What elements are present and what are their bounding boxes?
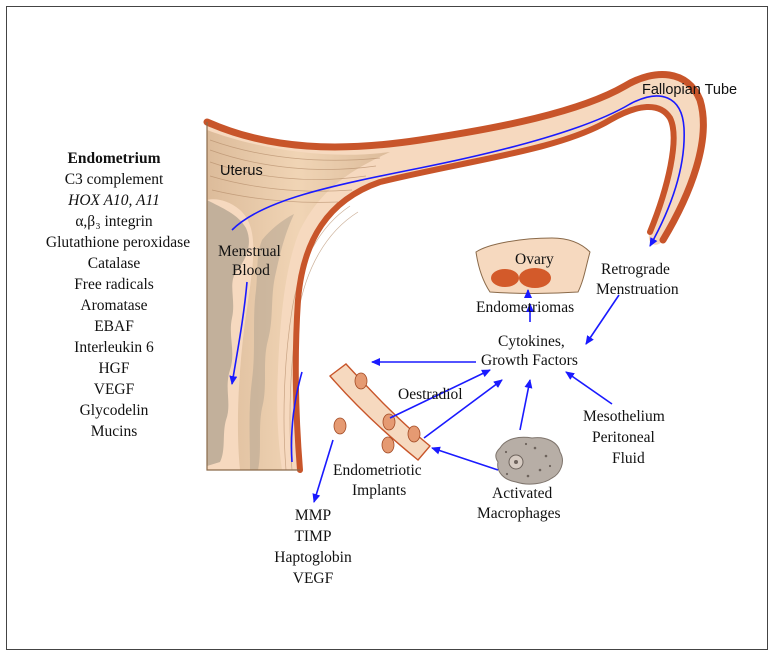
implant-product-item: MMP — [295, 507, 331, 524]
endometrium-list-item: VEGF — [94, 381, 135, 398]
fallopian-tube-label: Fallopian Tube — [642, 82, 737, 98]
macrophage-cell — [496, 437, 563, 484]
implant-nodule — [408, 426, 420, 442]
endometrium-list-item: Glycodelin — [80, 402, 149, 419]
implant-product-item: VEGF — [293, 570, 334, 587]
macrophages-label-line2: Macrophages — [477, 505, 561, 522]
implants-label-line1: Endometriotic — [333, 462, 422, 479]
endometrium-list-item: Interleukin 6 — [74, 339, 154, 356]
endometrioma-cyst-1 — [491, 269, 519, 287]
endometrium-list-item: Glutathione peroxidase — [46, 234, 190, 251]
arrow-mesothelium-to-cytokines — [566, 372, 612, 404]
endometrium-list-item: Free radicals — [74, 276, 154, 293]
endometriomas-label: Endometriomas — [476, 299, 574, 316]
arrow-retrograde-to-cytokines — [586, 295, 619, 344]
implant-nodule — [355, 373, 367, 389]
endometrium-list-item: Catalase — [88, 255, 141, 272]
implant-products-list: MMP TIMP Haptoglobin VEGF — [274, 507, 352, 587]
retrograde-label-line2: Menstruation — [596, 281, 679, 298]
cytokines-label-line2: Growth Factors — [481, 352, 578, 369]
mesothelium-label-line2: Peritoneal — [592, 429, 655, 446]
endometrium-list-item: EBAF — [94, 318, 134, 335]
endometrium-list-item: Aromatase — [80, 297, 147, 314]
endometrium-list-item: Mucins — [91, 423, 138, 440]
cytokines-label-line1: Cytokines, — [498, 333, 565, 350]
implant-strip — [330, 364, 430, 460]
macrophages-label-line1: Activated — [492, 485, 553, 502]
ovary-label: Ovary — [515, 251, 554, 268]
retrograde-label-line1: Retrograde — [601, 261, 670, 278]
mesothelium-label-line3: Fluid — [612, 450, 645, 467]
endometrium-list-item: HGF — [98, 360, 129, 377]
implant-nodule — [382, 437, 394, 453]
endometrium-list-item: C3 complement — [65, 171, 164, 188]
implant-product-item: Haptoglobin — [274, 549, 352, 566]
implants-label-line2: Implants — [352, 482, 406, 499]
endometrioma-cyst-2 — [519, 268, 551, 288]
endometrium-list-item: HOX A10, A11 — [67, 192, 160, 209]
endometrium-factor-list: Endometrium C3 complement HOX A10, A11 α… — [46, 150, 190, 440]
menstrual-blood-label-line2: Blood — [232, 262, 270, 279]
menstrual-blood-label-line1: Menstrual — [218, 243, 281, 260]
endometrium-list-title: Endometrium — [68, 150, 161, 167]
implant-product-item: TIMP — [294, 528, 331, 545]
implant-nodule — [334, 418, 346, 434]
mesothelium-label-line1: Mesothelium — [583, 408, 665, 425]
arrow-implant-to-products — [314, 440, 333, 502]
arrow-macrophage-to-implant — [432, 448, 498, 470]
endometrium-list-item: α,β₃ integrin — [75, 213, 153, 230]
uterus-label: Uterus — [220, 163, 263, 179]
oestradiol-label: Oestradiol — [398, 386, 463, 403]
arrow-macrophage-to-cytokines — [520, 380, 530, 430]
